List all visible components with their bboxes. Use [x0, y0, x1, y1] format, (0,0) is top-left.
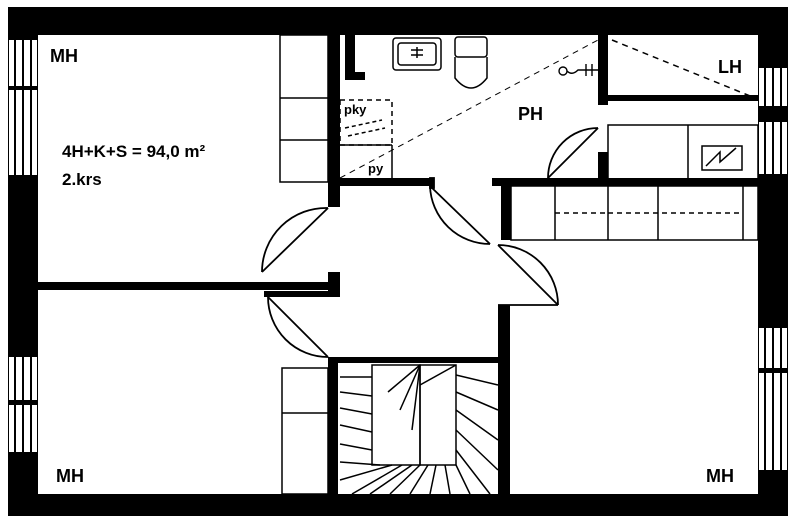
floor-label: 2.krs: [62, 170, 102, 189]
wardrobe-bottom-left: [281, 367, 329, 495]
window-left-bottom: [9, 357, 37, 452]
closet-row-right: [510, 185, 759, 241]
window-left-top: [9, 40, 37, 175]
room-label-ph: PH: [518, 104, 543, 124]
window-right-top: [759, 68, 787, 106]
window-right-middle: [759, 122, 787, 174]
fixture-label-py: py: [368, 161, 384, 176]
outer-walls: [8, 7, 788, 516]
room-label-mh-bottom-left: MH: [56, 466, 84, 486]
bathroom-diagonal: [339, 39, 599, 179]
area-summary: 4H+K+S = 94,0 m²: [62, 142, 206, 161]
lh-cabinets: [607, 39, 759, 180]
room-label-mh-top-left: MH: [50, 46, 78, 66]
fixture-label-pky: pky: [344, 102, 367, 117]
sink: [392, 37, 442, 71]
staircase: [339, 364, 499, 495]
toilet: [454, 36, 488, 89]
wardrobe-top-left: [279, 34, 329, 183]
doors: [261, 127, 599, 358]
window-right-bottom: [759, 328, 787, 470]
shower-icon: [558, 64, 598, 76]
interior-walls: [38, 35, 758, 494]
room-label-mh-bottom-right: MH: [706, 466, 734, 486]
room-label-lh: LH: [718, 57, 742, 77]
pky-cabinet: [339, 99, 393, 178]
